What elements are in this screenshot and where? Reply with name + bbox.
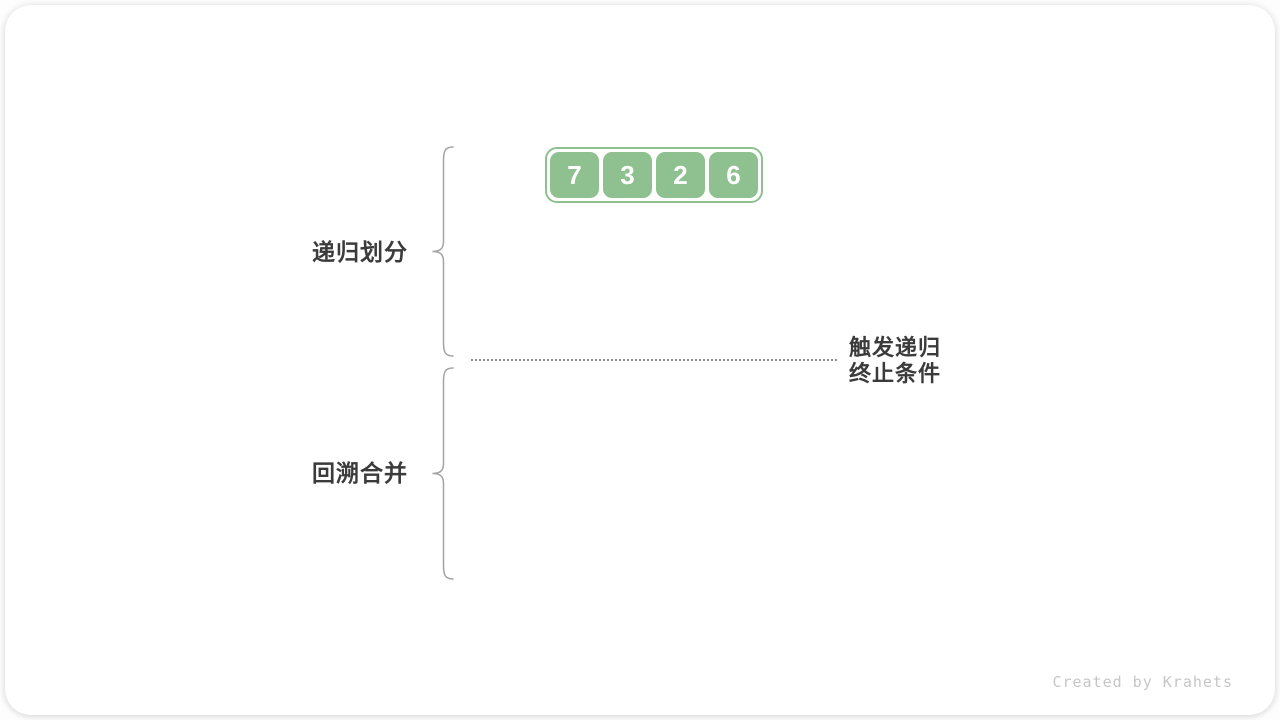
label-termination-line2: 终止条件 [849, 361, 942, 386]
array-cell: 6 [709, 152, 758, 198]
array-cell: 3 [603, 152, 652, 198]
brace-backtrack-merge-icon [432, 367, 454, 580]
array-cell: 2 [656, 152, 705, 198]
array-container: 7 3 2 6 [545, 147, 763, 203]
brace-recursive-divide-icon [432, 146, 454, 357]
diagram-card: 7 3 2 6 递归划分 触发递归 终止条件 回溯合并 Created by K… [5, 5, 1275, 715]
label-recursive-divide: 递归划分 [312, 239, 408, 265]
label-backtrack-merge: 回溯合并 [312, 460, 408, 486]
credit-text: Created by Krahets [1052, 673, 1233, 691]
label-termination-line1: 触发递归 [849, 335, 942, 360]
termination-dotted-line [471, 359, 837, 361]
label-termination-condition: 触发递归 终止条件 [849, 335, 941, 387]
array-cell: 7 [550, 152, 599, 198]
